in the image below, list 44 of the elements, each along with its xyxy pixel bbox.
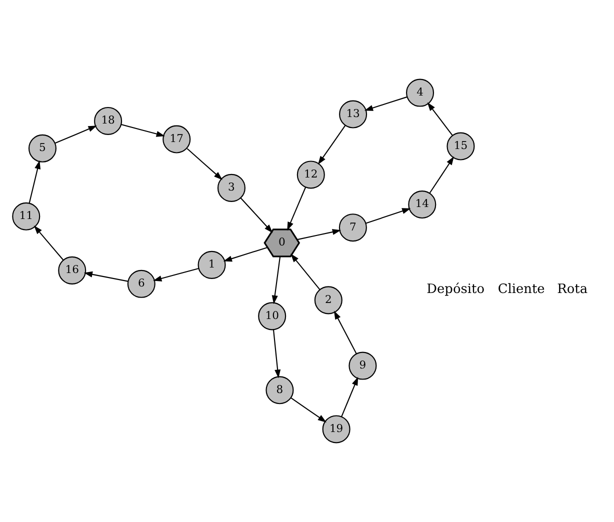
- arrow: [223, 246, 268, 262]
- arrow: [121, 124, 166, 137]
- arrow: [364, 96, 408, 111]
- arrow: [429, 156, 454, 194]
- arrow: [366, 208, 411, 224]
- node-circle: 19: [322, 415, 350, 444]
- legend-label: Rota: [557, 282, 588, 297]
- node-circle: 12: [296, 160, 325, 189]
- arrow: [272, 256, 281, 304]
- arrow: [427, 102, 453, 136]
- arrow: [186, 148, 222, 180]
- arrow: [240, 198, 273, 233]
- node-circle: 18: [94, 106, 122, 135]
- node-circle: 13: [339, 100, 368, 128]
- node-circle: 10: [258, 302, 286, 330]
- node-circle: 15: [446, 132, 475, 160]
- arrow: [54, 126, 97, 144]
- node-circle: 4: [406, 78, 434, 107]
- node-circle: 16: [58, 256, 86, 284]
- node-circle: 8: [266, 376, 294, 404]
- legend-label: Depósito: [426, 282, 484, 297]
- arrow: [28, 160, 41, 204]
- arrow: [287, 187, 306, 231]
- arrow: [84, 271, 128, 282]
- node-circle: 9: [348, 352, 377, 380]
- arrow: [290, 254, 320, 290]
- arrow: [334, 310, 357, 354]
- arrow: [341, 376, 358, 417]
- node-circle: 6: [127, 270, 156, 298]
- arrow: [290, 397, 326, 422]
- node-circle: 17: [162, 125, 191, 154]
- arrow: [34, 226, 64, 260]
- node-circle: 5: [28, 134, 56, 162]
- node-circle: 11: [12, 202, 40, 230]
- arrow: [272, 330, 281, 378]
- node-circle: 7: [338, 214, 367, 242]
- node-circle: 14: [408, 190, 436, 219]
- arrow: [318, 125, 346, 165]
- node-circle: 3: [217, 174, 246, 202]
- arrow: [153, 268, 199, 282]
- node-circle: 1: [198, 250, 226, 279]
- node-circle: 2: [314, 286, 342, 314]
- arrow: [297, 229, 342, 240]
- legend-label: Cliente: [498, 282, 545, 297]
